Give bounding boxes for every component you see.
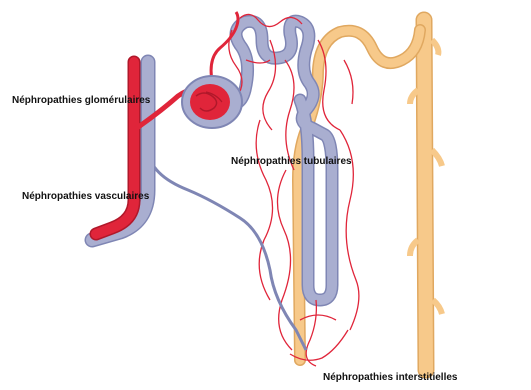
collecting-duct <box>410 20 442 370</box>
glomerular-label: Néphropathies glomérulaires <box>12 95 150 106</box>
tubular-label: Néphropathies tubulaires <box>231 156 352 167</box>
vascular-label: Néphropathies vasculaires <box>22 191 149 202</box>
glomerulus <box>182 76 242 128</box>
interstitial-label: Néphropathies interstitielles <box>323 372 457 383</box>
